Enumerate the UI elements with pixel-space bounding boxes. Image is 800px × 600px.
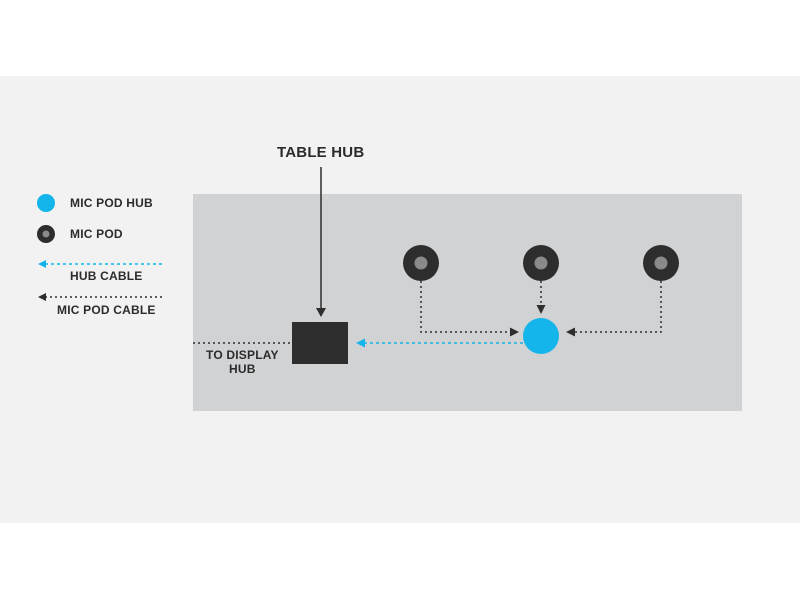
- legend-hub-cable-label: HUB CABLE: [70, 269, 143, 283]
- table-hub-pointer-arrow: [316, 167, 326, 317]
- hub-cable: [356, 338, 523, 348]
- mic-pod-right: [643, 245, 679, 281]
- legend-mic-pod-cable-line: [38, 293, 162, 301]
- mic-pod-cable-center: [536, 281, 546, 314]
- table-hub-title: TABLE HUB: [277, 144, 365, 161]
- legend-mic-pod-hub-label: MIC POD HUB: [70, 196, 153, 210]
- conference-table: [193, 194, 742, 411]
- legend-mic-pod-icon: [37, 225, 55, 243]
- to-display-label-line1: TO DISPLAY: [206, 348, 279, 362]
- to-display-hub-label: TO DISPLAY HUB: [206, 348, 279, 376]
- to-display-label-line2: HUB: [229, 362, 256, 376]
- mic-pod-hub: [523, 318, 559, 354]
- mic-pod-center: [523, 245, 559, 281]
- mic-pod-left: [403, 245, 439, 281]
- mic-pod-cable-right: [566, 281, 662, 337]
- legend-mic-pod-cable-label: MIC POD CABLE: [57, 303, 156, 317]
- legend-mic-pod-hub-icon: [37, 194, 55, 212]
- legend-hub-cable-line: [38, 260, 162, 268]
- table-hub: [292, 322, 348, 364]
- mic-pod-cable-left: [420, 281, 519, 337]
- legend-mic-pod-label: MIC POD: [70, 227, 123, 241]
